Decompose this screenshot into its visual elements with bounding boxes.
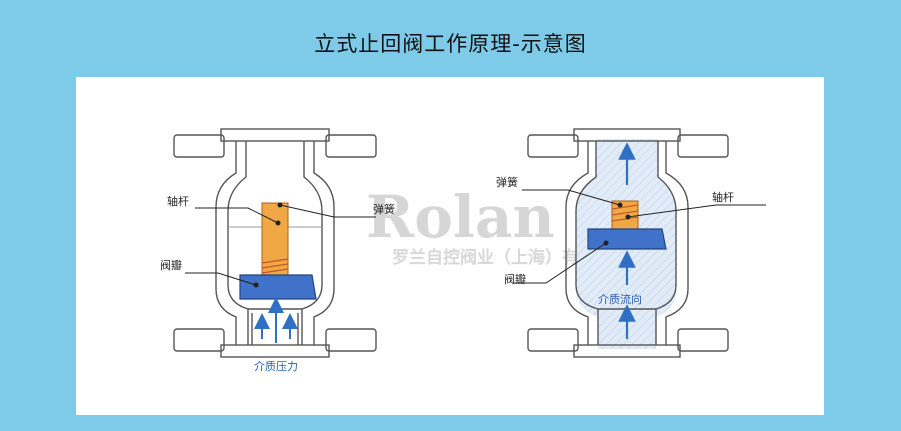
left-label-disc: 阀瓣 [160, 258, 182, 272]
right-valve-body [527, 128, 729, 358]
page-title: 立式止回阀工作原理-示意图 [314, 32, 587, 56]
right-label-disc: 阀瓣 [504, 272, 526, 286]
right-label-stem: 轴杆 [712, 190, 734, 204]
diagram-panel: Rolan 罗兰自控阀业（上海）有限公司 [76, 77, 824, 415]
right-valve: 弹簧 轴杆 阀瓣 介质流向 [496, 128, 766, 358]
left-label-stem: 轴杆 [167, 194, 189, 208]
watermark-brand: Rolan [366, 183, 555, 251]
left-pressure-arrows [254, 297, 298, 343]
valve-diagram: Rolan 罗兰自控阀业（上海）有限公司 [160, 128, 766, 373]
watermark: Rolan 罗兰自控阀业（上海）有限公司 [366, 183, 630, 268]
right-disc [587, 228, 667, 250]
left-label-spring: 弹簧 [373, 202, 395, 216]
left-valve: 轴杆 弹簧 阀瓣 介质压力 [160, 128, 395, 373]
left-disc [239, 274, 317, 300]
left-spring [261, 258, 289, 274]
watermark-company: 罗兰自控阀业（上海）有限公司 [392, 247, 630, 268]
right-spring [611, 204, 639, 222]
right-label-flow: 介质流向 [598, 292, 642, 306]
left-valve-body [173, 128, 377, 358]
right-label-spring: 弹簧 [496, 175, 518, 189]
left-label-pressure: 介质压力 [254, 360, 298, 373]
